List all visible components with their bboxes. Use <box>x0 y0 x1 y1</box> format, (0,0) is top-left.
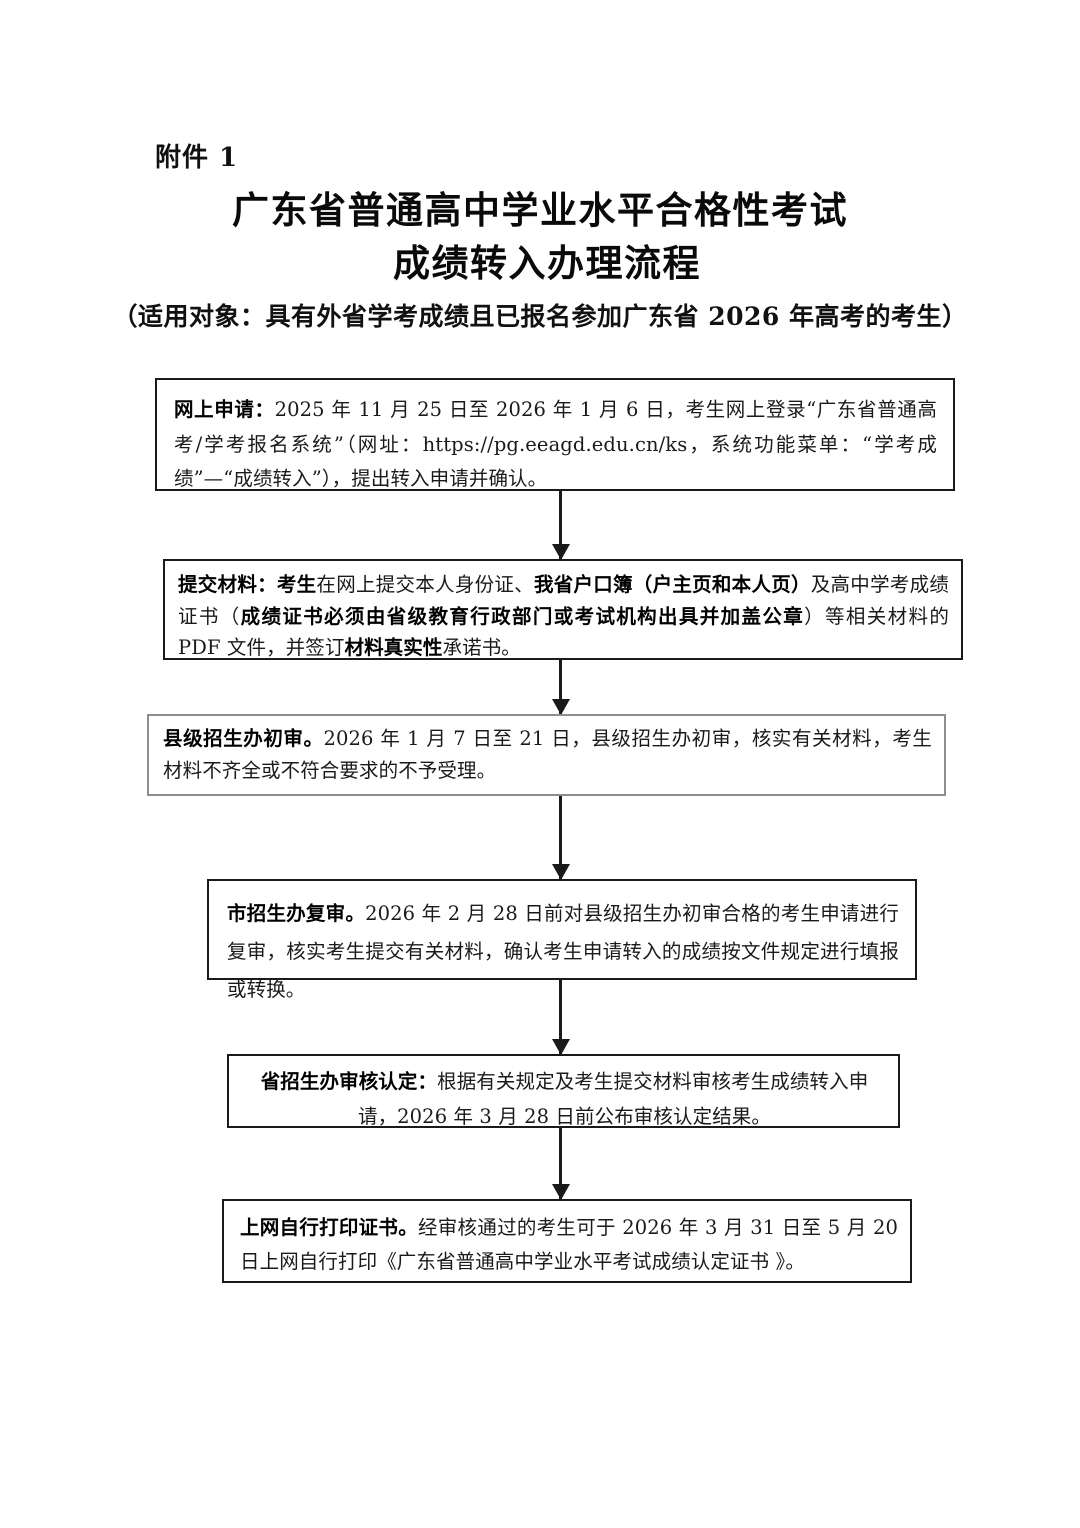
flow-step-print-certificate: 上网自行打印证书。经审核通过的考生可于 2026 年 3 月 31 日至 5 月… <box>222 1199 912 1283</box>
flow-step-label: 县级招生办初审。 <box>163 727 324 750</box>
title-line-1: 广东省普通高中学业水平合格性考试 <box>232 188 848 232</box>
flow-step-seg-5: ）等相关材料的 PDF 文件，并签订 <box>178 604 950 660</box>
page-subtitle: （适用对象：具有外省学考成绩且已报名参加广东省 2026 年高考的考生） <box>112 302 968 331</box>
flow-step-label: 上网自行打印证书。 <box>240 1216 418 1239</box>
flow-step-seg-3: 及高中学考成绩证书（ <box>178 573 950 628</box>
connector-arrow-2 <box>559 660 562 714</box>
flow-step-seg-0: 提交材料：考生 <box>178 573 317 596</box>
flow-step-text: 省招生办审核认定：根据有关规定及考生提交材料审核考生成绩转入申请，2026 年 … <box>243 1065 886 1134</box>
connector-arrow-3 <box>559 796 562 879</box>
flow-step-text: 县级招生办初审。2026 年 1 月 7 日至 21 日，县级招生办初审，核实有… <box>163 723 932 786</box>
connector-arrow-4 <box>559 980 562 1054</box>
flow-step-online-application: 网上申请：2025 年 11 月 25 日至 2026 年 1 月 6 日，考生… <box>155 378 955 491</box>
flow-step-body: 2025 年 11 月 25 日至 2026 年 1 月 6 日，考生网上登录“… <box>174 398 937 491</box>
flow-step-label: 省招生办审核认定： <box>260 1070 438 1093</box>
flow-step-seg-6: 材料真实性 <box>344 636 443 660</box>
flow-step-seg-7: 承诺书。 <box>442 636 521 660</box>
flow-step-label: 市招生办复审。 <box>227 902 366 925</box>
flow-step-province-verification: 省招生办审核认定：根据有关规定及考生提交材料审核考生成绩转入申请，2026 年 … <box>227 1054 900 1128</box>
flow-step-city-re-review: 市招生办复审。2026 年 2 月 28 日前对县级招生办初审合格的考生申请进行… <box>207 879 917 1001</box>
page-title: 广东省普通高中学业水平合格性考试 成绩转入办理流程 <box>0 184 1080 289</box>
flow-step-body: 2026 年 2 月 28 日前对县级招生办初审合格的考生申请进行复审，核实考生… <box>227 902 899 1002</box>
flow-step-text: 网上申请：2025 年 11 月 25 日至 2026 年 1 月 6 日，考生… <box>174 393 937 497</box>
connector-arrow-1 <box>559 491 562 559</box>
flow-step-seg-2: 我省户口簿（户主页和本人页） <box>533 573 811 596</box>
flow-step-body: 经审核通过的考生可于 2026 年 3 月 31 日至 5 月 20 日上网自行… <box>240 1216 898 1273</box>
attachment-label: 附件 1 <box>155 143 239 173</box>
flow-step-submit-materials: 提交材料：考生在网上提交本人身份证、我省户口簿（户主页和本人页）及高中学考成绩证… <box>163 559 963 660</box>
flow-step-seg-1: 在网上提交本人身份证、 <box>316 573 534 596</box>
flow-step-body-line-2: 2026 年 3 月 28 日前公布审核认定结果。 <box>397 1104 772 1128</box>
flow-step-text: 上网自行打印证书。经审核通过的考生可于 2026 年 3 月 31 日至 5 月… <box>240 1211 898 1279</box>
flow-step-body: 根据有关规定及考生提交材料审核考生成绩转入申请， <box>357 1070 869 1128</box>
title-line-2: 成绩转入办理流程 <box>393 240 701 285</box>
flow-step-label: 网上申请： <box>174 398 275 421</box>
connector-arrow-5 <box>559 1128 562 1199</box>
flow-step-body: 2026 年 1 月 7 日至 21 日，县级招生办初审，核实有关材料，考生材料… <box>163 727 932 782</box>
flow-step-text: 市招生办复审。2026 年 2 月 28 日前对县级招生办初审合格的考生申请进行… <box>227 895 899 1009</box>
flow-step-county-preliminary-review: 县级招生办初审。2026 年 1 月 7 日至 21 日，县级招生办初审，核实有… <box>147 714 946 796</box>
flow-step-seg-4: 成绩证书必须由省级教育行政部门或考试机构出具并加盖公章 <box>240 604 805 628</box>
flow-step-text: 提交材料：考生在网上提交本人身份证、我省户口簿（户主页和本人页）及高中学考成绩证… <box>178 569 949 664</box>
